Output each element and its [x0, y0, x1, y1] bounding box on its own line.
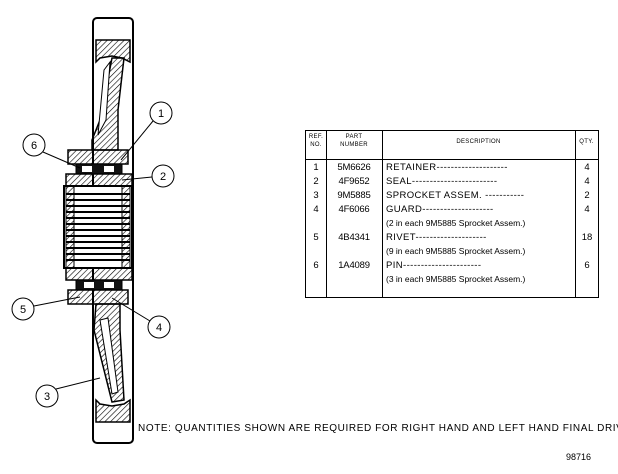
- callout-5: 5: [11, 296, 81, 321]
- callout-6-label: 6: [31, 140, 37, 152]
- table-row-note: (9 in each 9M5885 Sprocket Assem.): [386, 246, 526, 256]
- upper-hub-ring: [65, 149, 133, 187]
- lower-web: [93, 303, 125, 403]
- top-rim: [95, 39, 131, 64]
- callout-1: 1: [120, 101, 173, 161]
- header-description: DESCRIPTION: [456, 139, 501, 145]
- callout-2: 2: [121, 164, 175, 188]
- callout-5-label: 5: [20, 304, 26, 316]
- callout-6: 6: [22, 133, 81, 169]
- quantity-note: NOTE: QUANTITIES SHOWN ARE REQUIRED FOR …: [138, 423, 618, 434]
- callout-1-label: 1: [158, 108, 164, 120]
- column-divider: [326, 131, 327, 297]
- header-qty: QTY.: [579, 139, 594, 145]
- column-divider: [382, 131, 383, 297]
- callout-4: 4: [111, 297, 171, 339]
- lower-hub-ring: [65, 267, 133, 305]
- callout-3-label: 3: [44, 391, 50, 403]
- table-row-note: (3 in each 9M5885 Sprocket Assem.): [386, 274, 526, 284]
- header-divider: [306, 159, 598, 160]
- upper-web: [91, 57, 125, 151]
- figure-number: 98716: [566, 452, 592, 462]
- header-part-number: PART NUMBER: [340, 134, 368, 148]
- callout-2-label: 2: [160, 171, 166, 183]
- bottom-rim: [95, 398, 131, 423]
- callout-4-label: 4: [156, 322, 162, 334]
- hub-splines: [63, 185, 133, 269]
- column-divider: [575, 131, 576, 297]
- table-row-note: (2 in each 9M5885 Sprocket Assem.): [386, 218, 526, 228]
- callout-3: 3: [35, 377, 101, 408]
- header-ref: REF. NO.: [308, 134, 324, 148]
